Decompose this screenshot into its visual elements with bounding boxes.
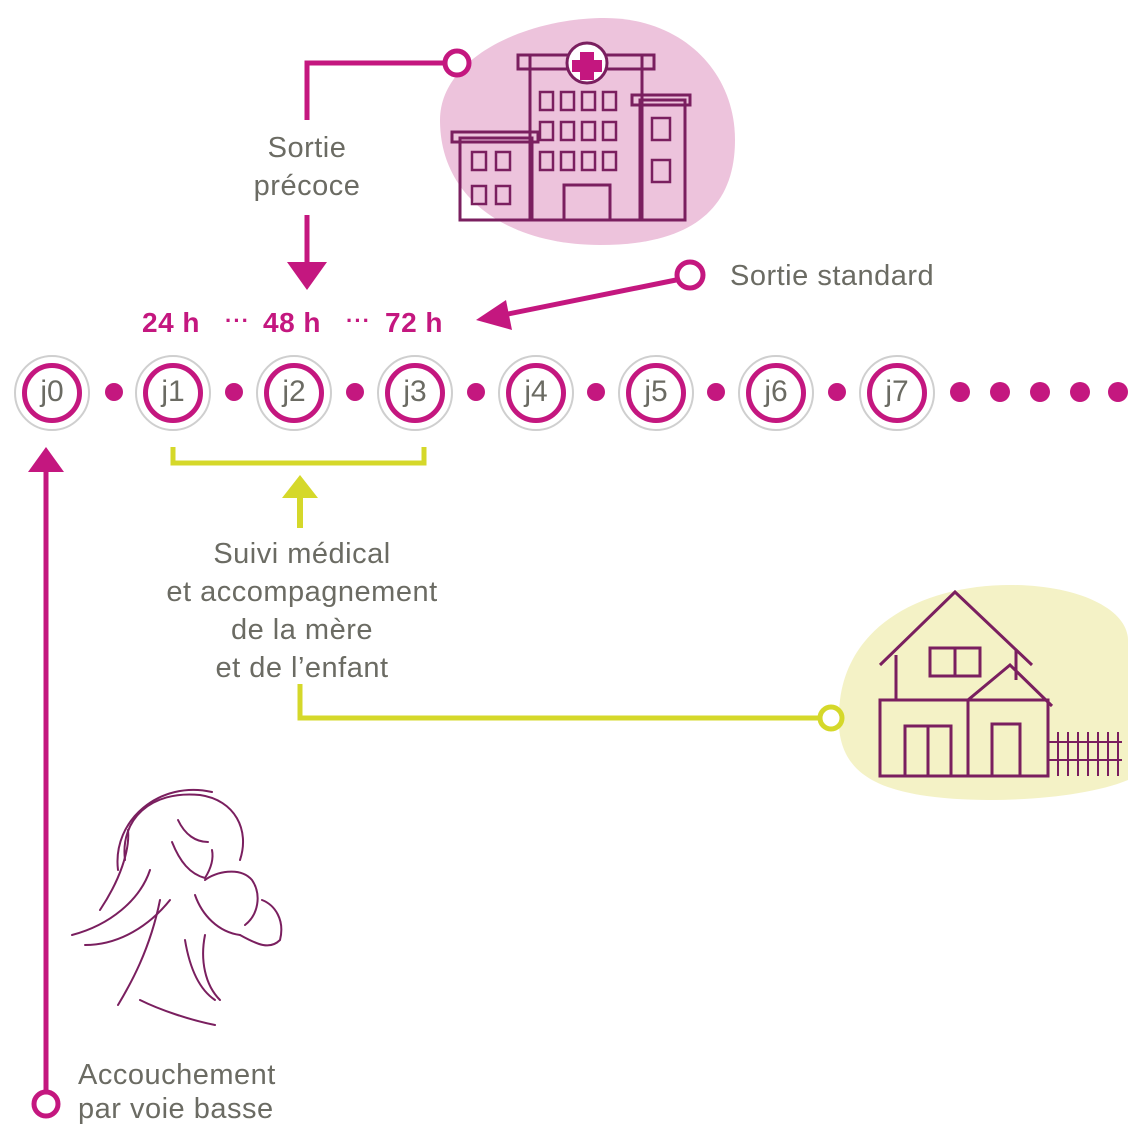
suivi-connector xyxy=(170,447,845,732)
day-j6: j6 xyxy=(738,355,814,431)
suivi-label: Suivi médical et accompagnement de la mè… xyxy=(166,538,438,684)
hour-24: 24 h xyxy=(142,307,201,338)
day-j5: j5 xyxy=(618,355,694,431)
day-j3: j3 xyxy=(377,355,453,431)
hour-separator-2: ··· xyxy=(346,308,371,333)
hour-72: 72 h xyxy=(385,307,444,338)
accouchement-connector xyxy=(28,447,64,1119)
day-j2: j2 xyxy=(256,355,332,431)
mother-baby-icon xyxy=(71,789,283,1026)
house-icon xyxy=(838,585,1128,800)
day-j7: j7 xyxy=(859,355,935,431)
hour-separator-1: ··· xyxy=(225,308,250,333)
sortie-standard-label: Sortie standard xyxy=(730,260,935,292)
hour-48: 48 h xyxy=(263,307,322,338)
accouchement-label: Accouchement par voie basse xyxy=(78,1059,276,1125)
day-j0: j0 xyxy=(14,355,90,431)
sortie-standard-connector xyxy=(476,259,706,330)
sortie-precoce-connector xyxy=(287,48,472,290)
day-j1: j1 xyxy=(135,355,211,431)
hospital-icon xyxy=(440,17,735,246)
timeline-dots xyxy=(105,382,1128,402)
day-j4: j4 xyxy=(498,355,574,431)
sortie-precoce-label: Sortie précoce xyxy=(253,132,361,202)
